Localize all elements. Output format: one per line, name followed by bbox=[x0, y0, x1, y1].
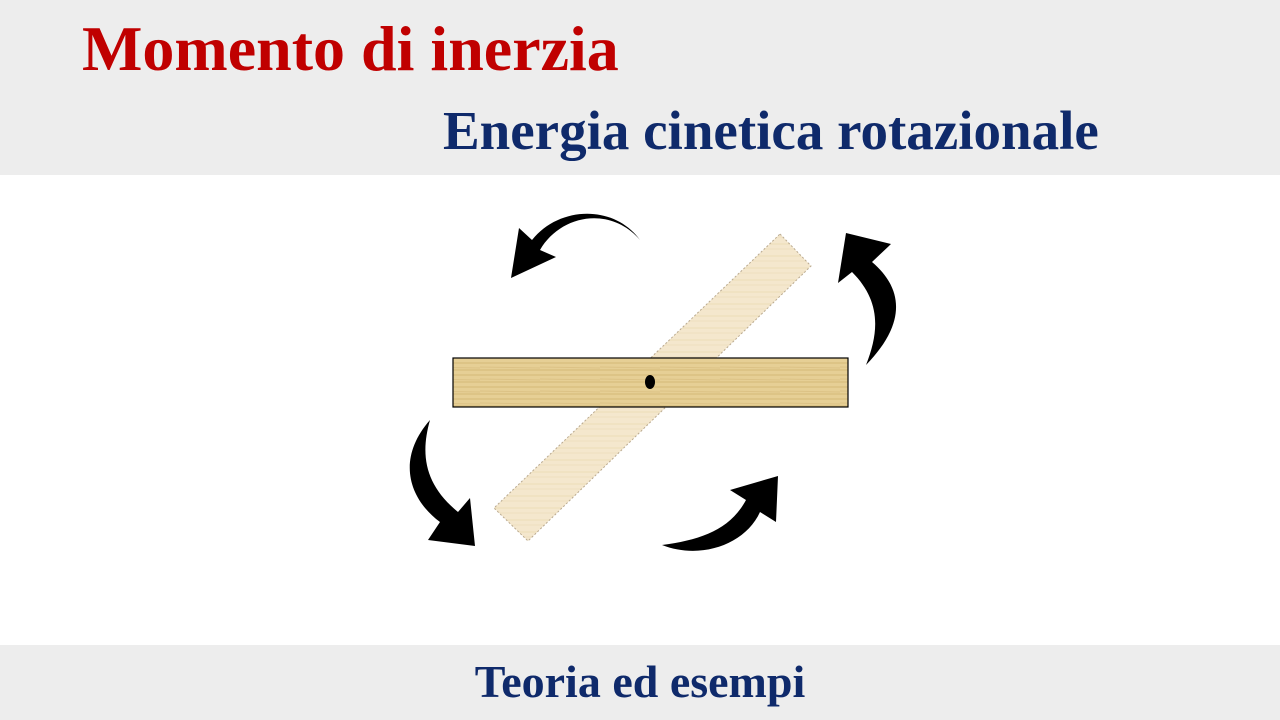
footer-band: Teoria ed esempi bbox=[0, 645, 1280, 720]
curved-arrow-icon bbox=[838, 233, 897, 365]
header-band: Momento di inerzia Energia cinetica rota… bbox=[0, 0, 1280, 175]
curved-arrow-icon bbox=[511, 213, 640, 278]
page-subtitle: Energia cinetica rotazionale bbox=[443, 100, 1099, 161]
curved-arrow-icon bbox=[409, 420, 475, 546]
pivot-point-icon bbox=[645, 375, 655, 389]
rotating-rod-diagram bbox=[409, 213, 897, 551]
horizontal-rod bbox=[452, 357, 849, 408]
footer-caption: Teoria ed esempi bbox=[474, 656, 806, 707]
curved-arrow-icon bbox=[662, 476, 778, 551]
page-title: Momento di inerzia bbox=[82, 13, 619, 84]
rotation-illustration bbox=[0, 175, 1280, 645]
